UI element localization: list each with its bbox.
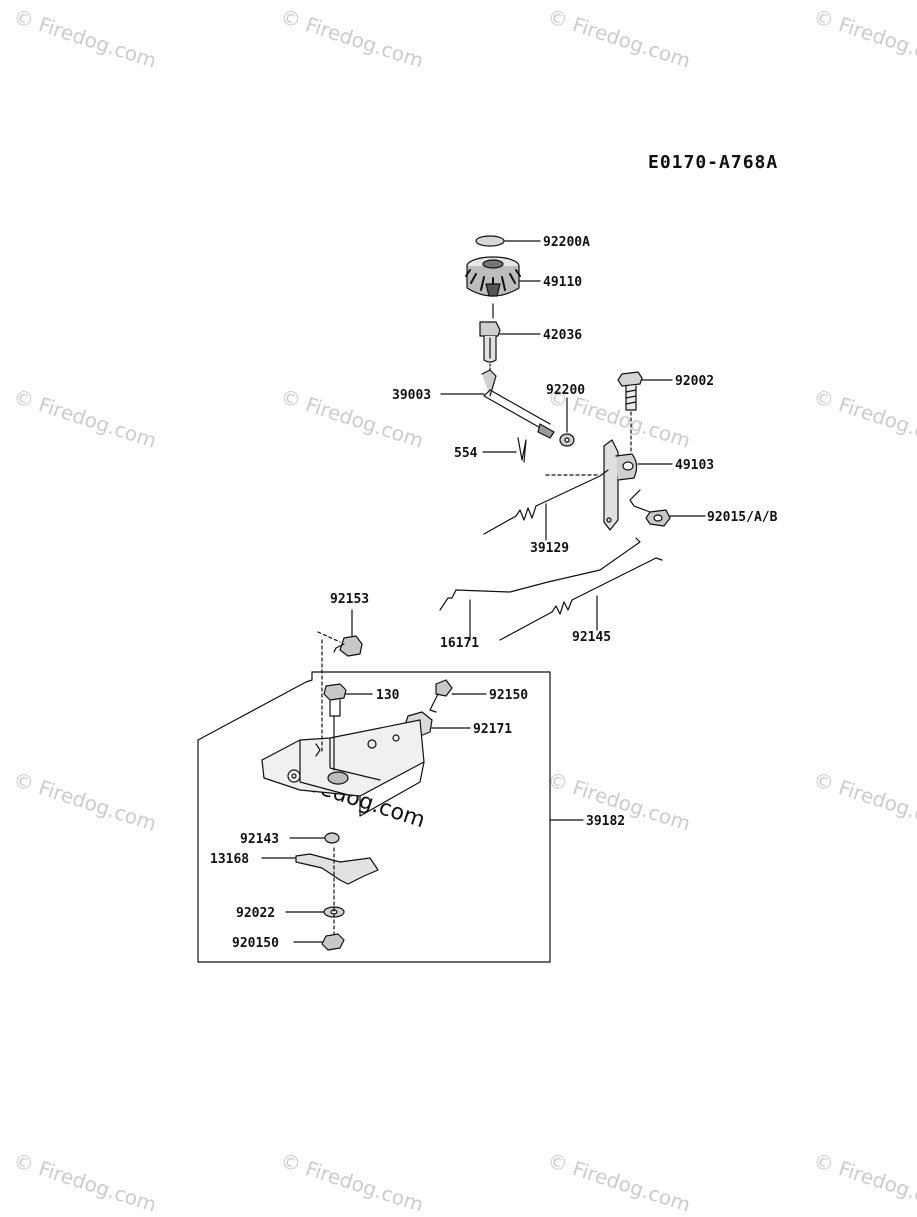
part-label: 92022 [236,906,275,921]
part-label: 130 [376,688,400,703]
part-label: 49110 [543,275,582,290]
washer-92143 [324,832,340,844]
nut-92015 [645,509,671,527]
part-label: 92171 [473,722,512,737]
part-label: 92153 [330,592,369,607]
part-label: 92145 [572,630,611,645]
rod-16171 [439,537,641,611]
part-label: 39129 [530,541,569,556]
part-label: 42036 [543,328,582,343]
part-label: 39182 [586,814,625,829]
bolt-130 [323,683,347,717]
part-label: 92200 [546,383,585,398]
part-label: 92150 [489,688,528,703]
bolt-92153 [333,635,363,657]
part-label: 92200A [543,235,590,250]
bolt-92002 [617,371,643,411]
part-label: 13168 [210,852,249,867]
part-label: 16171 [440,636,479,651]
pin-554 [517,437,527,463]
bolt-92150 [429,679,453,713]
spring-39129 [483,469,609,535]
part-label: 920150 [232,936,279,951]
shaft-39003 [481,369,555,439]
gear-49110 [465,256,521,297]
part-label: 92015/A/B [707,510,778,525]
washer-92200a [475,235,505,247]
lever-49103 [603,439,638,531]
part-label: 92002 [675,374,714,389]
part-label: 92143 [240,832,279,847]
part-label: 49103 [675,458,714,473]
part-label: 554 [454,446,478,461]
assembly-box-39182 [197,671,551,963]
lever-plate-13168 [295,853,379,885]
spring-rod-92145 [499,557,663,641]
bracket-body [261,719,425,817]
diagram-code: E0170-A768A [648,152,779,173]
part-label: 39003 [392,388,431,403]
nut-920150 [321,933,345,951]
sleeve-42036 [479,321,501,363]
